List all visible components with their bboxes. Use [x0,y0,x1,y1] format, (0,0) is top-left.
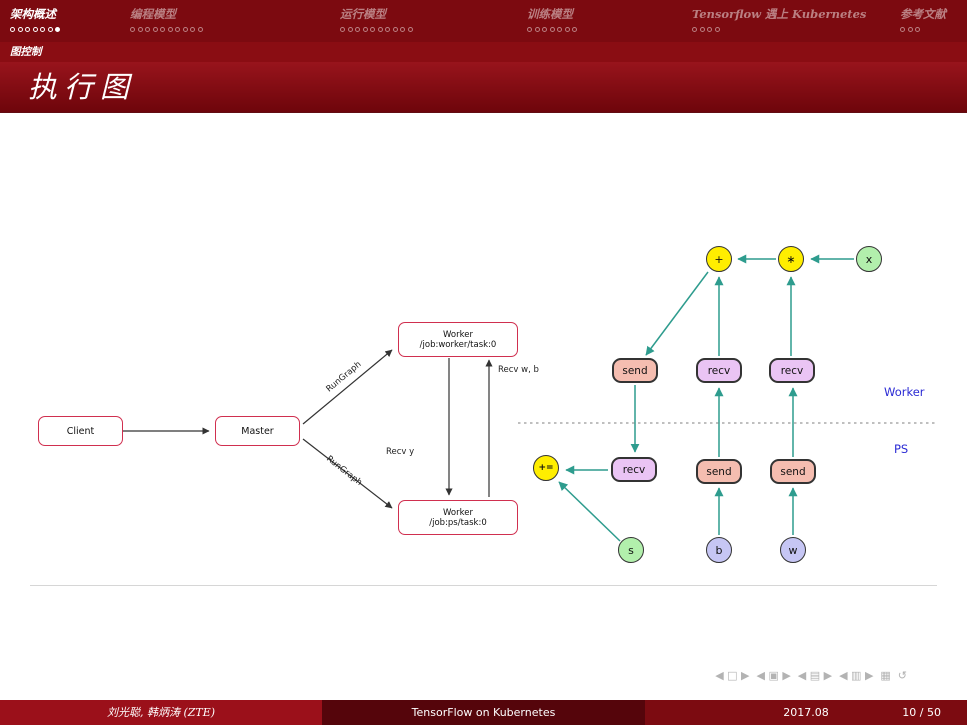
x-node: x [856,246,882,272]
recv-node-ps: recv [611,457,657,482]
b-node: b [706,537,732,563]
master-label: Master [241,425,274,437]
subsection-bar: 图控制 [0,42,967,62]
nav-section-dots[interactable] [692,27,866,32]
arrow-s-pluseq [558,481,621,542]
footer-short-title: TensorFlow on Kubernetes [322,700,645,725]
footer-date: 2017.08 [783,706,829,719]
nav-section-dots[interactable] [340,27,415,32]
foot-line: 刘光聪, 韩炳涛 (ZTE) TensorFlow on Kubernetes … [0,700,967,725]
nav-section-label[interactable]: 编程模型 [130,7,176,21]
send-node-worker: send [612,358,658,383]
client-node: Client [38,416,123,446]
footer-authors: 刘光聪, 韩炳涛 (ZTE) [0,700,322,725]
recv-node-worker-1: recv [696,358,742,383]
arrow-master-worker [302,349,393,425]
footer-page-number: 10 / 50 [902,706,941,719]
ps-label: Worker [443,507,473,518]
plus-equals-node: += [533,455,559,481]
recv-wb-label: Recv w, b [498,365,539,375]
nav-section-dots[interactable] [900,27,946,32]
worker-node: Worker /job:worker/task:0 [398,322,518,357]
nav-section-dots[interactable] [130,27,205,32]
rungraph-label-bottom: RunGraph [324,454,364,488]
worker-job-label: /job:worker/task:0 [419,339,497,350]
header-nav-bar: 架构概述 编程模型 运行模型 训练模型 Tensorflow 遇上 Kubern… [0,0,967,42]
ps-zone-label: PS [894,442,909,456]
master-node: Master [215,416,300,446]
nav-section-4[interactable]: Tensorflow 遇上 Kubernetes [692,6,866,32]
beamer-nav-symbols[interactable]: ◀ □ ▶ ◀ ▣ ▶ ◀ ▤ ▶ ◀ ▥ ▶ ▦ ↺ [715,669,907,682]
recv-node-worker-2: recv [769,358,815,383]
nav-section-label[interactable]: 训练模型 [527,7,573,21]
multiply-node: ∗ [778,246,804,272]
subsection-title: 图控制 [10,46,42,58]
nav-section-5[interactable]: 参考文献 [900,6,946,32]
nav-section-dots[interactable] [10,27,63,32]
s-node: s [618,537,644,563]
nav-section-0[interactable]: 架构概述 [10,6,63,32]
frame-title: 执行图 [28,70,137,104]
nav-section-dots[interactable] [527,27,580,32]
nav-section-label[interactable]: 运行模型 [340,7,386,21]
nav-section-2[interactable]: 运行模型 [340,6,415,32]
send-node-ps-1: send [696,459,742,484]
rungraph-label-top: RunGraph [324,359,364,395]
nav-section-label[interactable]: Tensorflow 遇上 Kubernetes [692,7,867,21]
frame-title-band: 执行图 [0,62,967,113]
nav-section-3[interactable]: 训练模型 [527,6,580,32]
worker-zone-label: Worker [884,385,925,399]
plus-node: + [706,246,732,272]
nav-section-label[interactable]: 架构概述 [10,7,56,21]
ps-node: Worker /job:ps/task:0 [398,500,518,535]
nav-section-1[interactable]: 编程模型 [130,6,205,32]
w-node: w [780,537,806,563]
divider-line [30,585,937,586]
client-label: Client [66,425,95,437]
ps-job-label: /job:ps/task:0 [429,517,487,528]
footer-meta: 2017.08 10 / 50 [645,700,967,725]
nav-section-label[interactable]: 参考文献 [900,7,946,21]
worker-label: Worker [443,329,473,340]
recv-y-label: Recv y [386,447,415,457]
send-node-ps-2: send [770,459,816,484]
arrow-plus-send [645,271,709,356]
